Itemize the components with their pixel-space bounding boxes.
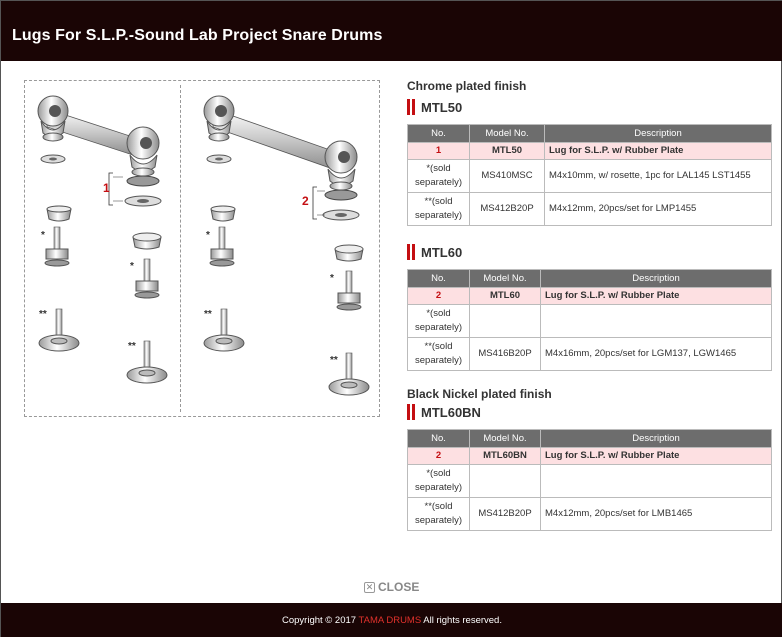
table-row: 1 MTL50 Lug for S.L.P. w/ Rubber Plate: [407, 142, 772, 160]
model-heading: MTL60: [407, 244, 772, 260]
red-bars-icon: [407, 244, 416, 260]
parts-table: No. Model No. Description 2 MTL60 Lug fo…: [407, 269, 772, 371]
table-row: 2 MTL60 Lug for S.L.P. w/ Rubber Plate: [407, 287, 772, 305]
cell-model: [469, 304, 541, 338]
cell-no: 1: [407, 142, 470, 160]
cell-no: **(sold separately): [407, 192, 470, 226]
cell-desc: M4x10mm, w/ rosette, 1pc for LAL145 LST1…: [544, 159, 772, 193]
model-heading: MTL60BN: [407, 404, 772, 420]
cell-no: *(sold separately): [407, 464, 470, 498]
cell-no: **(sold separately): [407, 497, 470, 531]
cell-model: MS412B20P: [469, 497, 541, 531]
col-no-header: No.: [407, 269, 470, 288]
table-row: *(sold separately): [407, 304, 772, 338]
model-name: MTL50: [421, 99, 463, 115]
cell-desc: Lug for S.L.P. w/ Rubber Plate: [544, 142, 772, 160]
section-mtl60bn: Black Nickel plated finish MTL60BN No. M…: [407, 387, 772, 531]
copyright-suffix: All rights reserved.: [421, 615, 502, 626]
cell-model: MS412B20P: [469, 192, 545, 226]
cell-desc: Lug for S.L.P. w/ Rubber Plate: [540, 447, 772, 465]
cell-model: MTL60BN: [469, 447, 541, 465]
table-row: *(sold separately): [407, 464, 772, 498]
double-star-label: **: [39, 309, 47, 320]
table-row: **(sold separately) MS412B20P M4x12mm, 2…: [407, 497, 772, 531]
callout-1: 1: [103, 181, 110, 195]
col-no-header: No.: [407, 124, 470, 143]
section-mtl60: MTL60 No. Model No. Description 2 MTL60 …: [407, 244, 772, 371]
finish-heading: Black Nickel plated finish: [407, 387, 552, 401]
section-mtl50: Chrome plated finish MTL50 No. Model No.…: [407, 79, 772, 226]
cell-desc: M4x16mm, 20pcs/set for LGM137, LGW1465: [540, 337, 772, 371]
col-desc-header: Description: [540, 429, 772, 448]
cell-model: [469, 464, 541, 498]
table-row: *(sold separately) MS410MSC M4x10mm, w/ …: [407, 159, 772, 193]
double-star-label: **: [204, 309, 212, 320]
table-row: **(sold separately) MS412B20P M4x12mm, 2…: [407, 192, 772, 226]
model-name: MTL60BN: [421, 404, 481, 420]
cell-model: MS416B20P: [469, 337, 541, 371]
cell-no: *(sold separately): [407, 159, 470, 193]
copyright-prefix: Copyright © 2017: [282, 615, 359, 626]
table-row: **(sold separately) MS416B20P M4x16mm, 2…: [407, 337, 772, 371]
callout-2: 2: [302, 194, 309, 208]
cell-desc: [540, 304, 772, 338]
cell-model: MS410MSC: [469, 159, 545, 193]
lug-mtl50-drawing: [37, 95, 168, 384]
header-bar: Lugs For S.L.P.-Sound Lab Project Snare …: [1, 1, 782, 61]
cell-model: MTL60: [469, 287, 541, 305]
red-bars-icon: [407, 99, 416, 115]
model-heading: MTL50: [407, 99, 772, 115]
cell-no: **(sold separately): [407, 337, 470, 371]
parts-table: No. Model No. Description 2 MTL60BN Lug …: [407, 429, 772, 531]
double-star-label: **: [330, 355, 338, 366]
col-model-header: Model No.: [469, 429, 541, 448]
star-label: *: [330, 273, 334, 284]
cell-model: MTL50: [469, 142, 545, 160]
brand-link[interactable]: TAMA DRUMS: [358, 615, 422, 626]
parts-diagram: 1 2 * * ** ** * * ** **: [24, 80, 380, 417]
close-icon[interactable]: ✕: [364, 581, 375, 593]
lug-exploded-drawing: 1 2 * * ** ** * * ** **: [37, 95, 370, 396]
cell-no: *(sold separately): [407, 304, 470, 338]
star-label: *: [130, 261, 134, 272]
model-name: MTL60: [421, 244, 463, 260]
col-model-header: Model No.: [469, 269, 541, 288]
footer-bar: Copyright © 2017 TAMA DRUMS All rights r…: [1, 603, 782, 637]
cell-desc: M4x12mm, 20pcs/set for LMB1465: [540, 497, 772, 531]
cell-desc: M4x12mm, 20pcs/set for LMP1455: [544, 192, 772, 226]
col-desc-header: Description: [544, 124, 772, 143]
parts-list: Chrome plated finish MTL50 No. Model No.…: [407, 79, 772, 531]
copyright-text: Copyright © 2017 TAMA DRUMS All rights r…: [1, 603, 782, 637]
diagram-divider: [180, 85, 181, 412]
parts-table: No. Model No. Description 1 MTL50 Lug fo…: [407, 124, 772, 226]
double-star-label: **: [128, 341, 136, 352]
close-label[interactable]: CLOSE: [378, 580, 420, 594]
close-button[interactable]: ✕ CLOSE: [364, 580, 419, 594]
red-bars-icon: [407, 404, 416, 420]
col-model-header: Model No.: [469, 124, 545, 143]
cell-no: 2: [407, 447, 470, 465]
cell-desc: Lug for S.L.P. w/ Rubber Plate: [540, 287, 772, 305]
table-row: 2 MTL60BN Lug for S.L.P. w/ Rubber Plate: [407, 447, 772, 465]
page-title: Lugs For S.L.P.-Sound Lab Project Snare …: [12, 27, 383, 44]
col-desc-header: Description: [540, 269, 772, 288]
lug-mtl60-drawing: [203, 95, 370, 396]
star-label: *: [206, 230, 210, 241]
col-no-header: No.: [407, 429, 470, 448]
cell-desc: [540, 464, 772, 498]
star-label: *: [41, 230, 45, 241]
finish-heading: Chrome plated finish: [407, 79, 527, 93]
cell-no: 2: [407, 287, 470, 305]
